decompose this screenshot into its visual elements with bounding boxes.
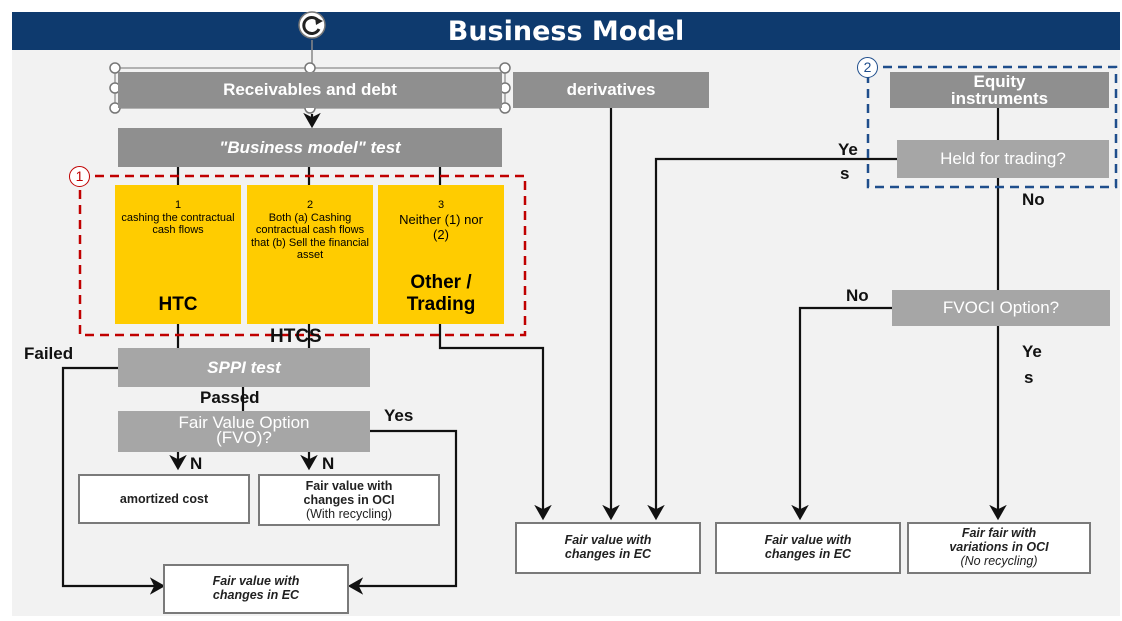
fvo-n-label-1: N: [190, 454, 203, 473]
group-1-badge: 1: [69, 166, 90, 187]
fv-oci-recycling-box: Fair value with changes in OCI (With rec…: [258, 474, 440, 526]
htc-label: HTC: [158, 294, 198, 315]
refresh-icon[interactable]: [292, 8, 332, 42]
amortized-cost-box: amortized cost: [78, 474, 250, 524]
group-2-badge: 2: [857, 57, 878, 78]
fv-ec-bottom-line1: Fair value with: [212, 574, 300, 588]
htc-description: cashing the contractual cash flows: [121, 211, 235, 237]
fair-oci-line2: variations in OCI: [949, 540, 1049, 554]
receivables-node: Receivables and debt: [118, 72, 502, 108]
receivables-label: Receivables and debt: [223, 80, 397, 99]
business-model-test-node: "Business model" test: [118, 128, 502, 167]
sppi-test-label: SPPI test: [207, 357, 281, 377]
held-yes-label-2: s: [840, 164, 850, 183]
title-bar: Business Model: [12, 12, 1120, 50]
sppi-test-node: SPPI test: [118, 348, 370, 387]
htc-number: 1: [174, 199, 182, 211]
fv-oci-line1: Fair value with: [305, 479, 393, 493]
equity-node: Equity instruments: [890, 72, 1109, 108]
fv-ec-middle-line1: Fair value with: [564, 533, 652, 547]
htcs-label: HTCS: [270, 326, 322, 347]
held-for-trading-node: Held for trading?: [897, 140, 1109, 178]
held-no-label: No: [1022, 190, 1045, 209]
fvoci-option-node: FVOCI Option?: [892, 290, 1110, 326]
held-for-trading-label: Held for trading?: [940, 149, 1066, 168]
fv-ec-bottom-box: Fair value with changes in EC: [163, 564, 349, 614]
fv-ec-middle-line2: changes in EC: [564, 547, 652, 561]
fvo-label-line2: (FVO)?: [216, 428, 272, 447]
fv-ec-right-box: Fair value with changes in EC: [715, 522, 901, 574]
fv-ec-right-line1: Fair value with: [764, 533, 852, 547]
fvoci-yes-label-1: Ye: [1022, 342, 1042, 361]
fair-oci-no-recycling-box: Fair fair with variations in OCI (No rec…: [907, 522, 1091, 574]
other-number: 3: [437, 199, 445, 211]
htcs-box: 2 Both (a) Cashing contractual cash flow…: [247, 185, 373, 324]
fair-oci-line3: (No recycling): [960, 554, 1038, 568]
fv-ec-middle-box: Fair value with changes in EC: [515, 522, 701, 574]
page-title: Business Model: [447, 16, 685, 47]
fvo-n-label-2: N: [322, 454, 335, 473]
amortized-cost-label: amortized cost: [119, 492, 209, 506]
equity-label-line1: Equity: [973, 72, 1026, 91]
held-yes-label-1: Ye: [838, 140, 858, 159]
failed-label: Failed: [24, 344, 74, 363]
fv-ec-bottom-line2: changes in EC: [212, 588, 300, 602]
other-description: Neither (1) nor (2): [399, 211, 483, 242]
business-model-test-label: "Business model" test: [219, 137, 401, 157]
passed-label: Passed: [200, 388, 260, 407]
fvo-label-line1: Fair Value Option: [178, 413, 310, 432]
fvo-node: Fair Value Option (FVO)?: [118, 411, 370, 452]
fvoci-yes-label-2: s: [1024, 368, 1034, 387]
fv-ec-right-line2: changes in EC: [764, 547, 852, 561]
other-trading-label: Other / Trading: [406, 272, 476, 315]
fvoci-no-label: No: [846, 286, 869, 305]
derivatives-label: derivatives: [566, 80, 656, 99]
fvoci-option-label: FVOCI Option?: [942, 298, 1060, 317]
fv-oci-line2: changes in OCI: [303, 493, 395, 507]
htcs-description: Both (a) Cashing contractual cash flows …: [250, 211, 369, 262]
fv-oci-line3: (With recycling): [305, 507, 393, 521]
equity-label-line2: instruments: [950, 89, 1049, 108]
other-trading-box: 3 Neither (1) nor (2) Other / Trading: [378, 185, 504, 324]
htcs-number: 2: [306, 199, 314, 211]
derivatives-node: derivatives: [513, 72, 709, 108]
fair-oci-line1: Fair fair with: [961, 526, 1037, 540]
htc-box: 1 cashing the contractual cash flows HTC: [115, 185, 241, 324]
fvo-yes-label: Yes: [384, 406, 414, 425]
